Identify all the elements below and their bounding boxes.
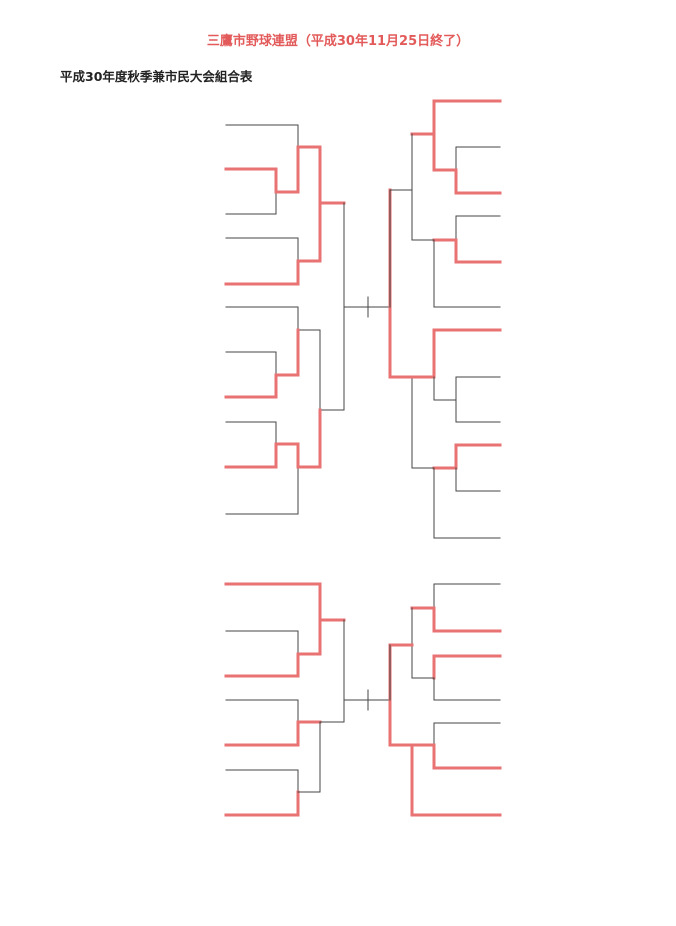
page-subtitle: 平成30年度秋季兼市民大会組合表 <box>60 69 253 84</box>
page-title: 三鷹市野球連盟（平成30年11月25日終了） <box>206 34 470 49</box>
